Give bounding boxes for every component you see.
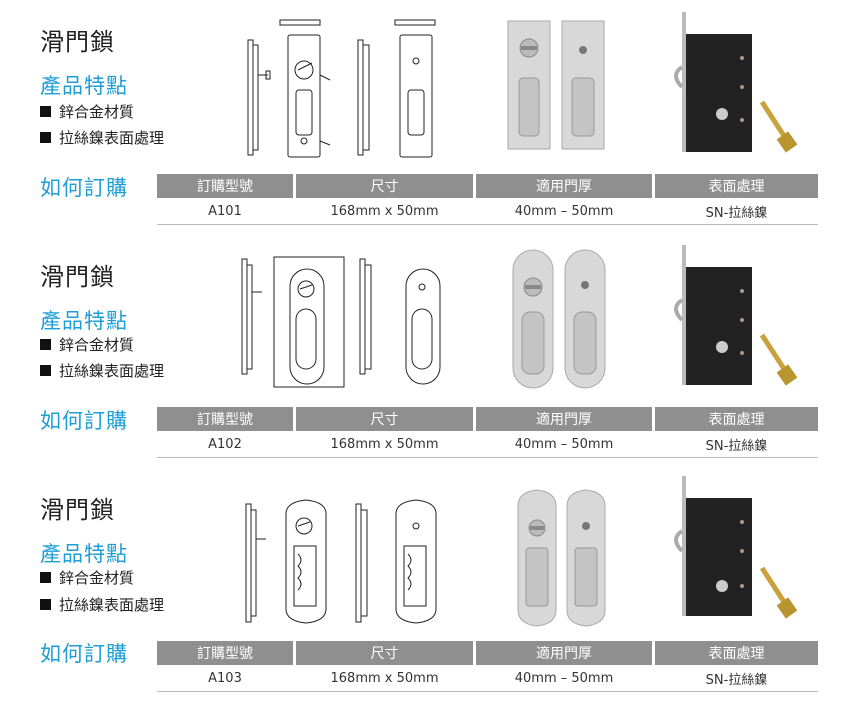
- table-cell: A102: [208, 436, 242, 452]
- lock-body-photo: [674, 12, 798, 153]
- table-cell: 168mm x 50mm: [330, 670, 439, 686]
- table-header: 訂購型號 尺寸 適用門厚 表面處理: [157, 641, 818, 665]
- order-title: 如何訂購: [40, 176, 128, 200]
- header-cell: 尺寸: [296, 407, 473, 431]
- order-title: 如何訂購: [40, 409, 128, 433]
- header-cell: 適用門厚: [476, 174, 652, 198]
- technical-drawing: [245, 499, 437, 624]
- order-title: 如何訂購: [40, 642, 128, 666]
- feature-item: 鋅合金材質: [40, 334, 134, 355]
- product-photo: [517, 489, 606, 627]
- lock-body-photo: [674, 476, 798, 619]
- header-cell: 表面處理: [655, 174, 818, 198]
- order-table: 訂購型號 尺寸 適用門厚 表面處理 A103 168mm x 50mm 40mm…: [157, 641, 818, 692]
- lock-body-photo: [674, 245, 798, 386]
- table-row: A101 168mm x 50mm 40mm – 50mm SN-拉絲鎳: [157, 198, 818, 225]
- header-cell: 訂購型號: [157, 174, 293, 198]
- bullet-square-icon: [40, 339, 51, 350]
- bullet-square-icon: [40, 599, 51, 610]
- technical-drawing: [241, 256, 441, 388]
- product-title: 滑門鎖: [40, 28, 115, 56]
- header-cell: 訂購型號: [157, 407, 293, 431]
- table-cell: SN-拉絲鎳: [705, 672, 768, 688]
- table-cell: A101: [208, 203, 242, 219]
- table-cell: 168mm x 50mm: [330, 436, 439, 452]
- table-cell: SN-拉絲鎳: [705, 438, 768, 454]
- table-cell: 40mm – 50mm: [514, 203, 614, 219]
- feature-item: 拉絲鎳表面處理: [40, 360, 164, 381]
- table-row: A103 168mm x 50mm 40mm – 50mm SN-拉絲鎳: [157, 665, 818, 692]
- product-photo: [512, 249, 606, 389]
- table-cell: 168mm x 50mm: [330, 203, 439, 219]
- table-cell: 40mm – 50mm: [514, 670, 614, 686]
- header-cell: 尺寸: [296, 174, 473, 198]
- table-cell: SN-拉絲鎳: [705, 205, 768, 221]
- feature-item: 拉絲鎳表面處理: [40, 594, 164, 615]
- table-cell: A103: [208, 670, 242, 686]
- product-section-a101: 滑門鎖 產品特點 鋅合金材質 拉絲鎳表面處理 如何訂購: [0, 0, 858, 235]
- order-table: 訂購型號 尺寸 適用門厚 表面處理 A101 168mm x 50mm 40mm…: [157, 174, 818, 225]
- product-section-a103: 滑門鎖 產品特點 鋅合金材質 拉絲鎳表面處理 如何訂購: [0, 470, 858, 705]
- features-title: 產品特點: [40, 74, 128, 98]
- technical-drawing: [247, 19, 436, 158]
- product-photo: [507, 20, 605, 150]
- header-cell: 尺寸: [296, 641, 473, 665]
- table-row: A102 168mm x 50mm 40mm – 50mm SN-拉絲鎳: [157, 431, 818, 458]
- product-title: 滑門鎖: [40, 263, 115, 291]
- header-cell: 適用門厚: [476, 641, 652, 665]
- table-header: 訂購型號 尺寸 適用門厚 表面處理: [157, 174, 818, 198]
- product-title: 滑門鎖: [40, 496, 115, 524]
- bullet-square-icon: [40, 106, 51, 117]
- bullet-square-icon: [40, 365, 51, 376]
- header-cell: 表面處理: [655, 407, 818, 431]
- header-cell: 表面處理: [655, 641, 818, 665]
- bullet-square-icon: [40, 572, 51, 583]
- features-title: 產品特點: [40, 542, 128, 566]
- product-section-a102: 滑門鎖 產品特點 鋅合金材質 拉絲鎳表面處理 如何訂購: [0, 235, 858, 470]
- feature-item: 拉絲鎳表面處理: [40, 127, 164, 148]
- bullet-square-icon: [40, 132, 51, 143]
- table-cell: 40mm – 50mm: [514, 436, 614, 452]
- order-table: 訂購型號 尺寸 適用門厚 表面處理 A102 168mm x 50mm 40mm…: [157, 407, 818, 458]
- features-title: 產品特點: [40, 309, 128, 333]
- feature-item: 鋅合金材質: [40, 101, 134, 122]
- table-header: 訂購型號 尺寸 適用門厚 表面處理: [157, 407, 818, 431]
- header-cell: 訂購型號: [157, 641, 293, 665]
- feature-item: 鋅合金材質: [40, 567, 134, 588]
- header-cell: 適用門厚: [476, 407, 652, 431]
